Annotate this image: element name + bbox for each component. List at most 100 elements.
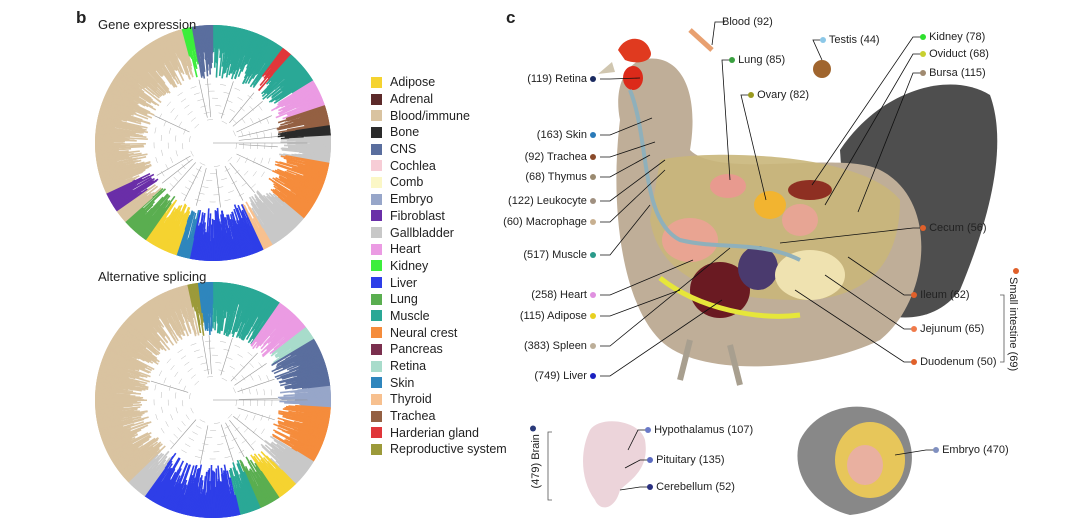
legend-swatch bbox=[371, 126, 382, 138]
legend-label: Kidney bbox=[390, 258, 429, 273]
tissue-dot-icon bbox=[590, 219, 596, 226]
label-heart: (258) Heart bbox=[531, 289, 596, 302]
legend-swatch bbox=[371, 377, 382, 389]
label-text: Testis (44) bbox=[828, 34, 880, 46]
legend-swatch bbox=[371, 443, 382, 455]
legend-item: Adrenal bbox=[371, 91, 507, 108]
legend-item: Comb bbox=[371, 174, 507, 191]
tissue-dot-icon bbox=[920, 51, 926, 58]
legend-label: Lung bbox=[390, 292, 418, 307]
alternative-splicing-title: Alternative splicing bbox=[98, 269, 207, 284]
legend-label: CNS bbox=[390, 142, 417, 157]
legend-swatch bbox=[371, 227, 382, 239]
label-trachea: (92) Trachea bbox=[525, 151, 596, 164]
legend-swatch bbox=[371, 293, 382, 305]
tissue-dot-icon bbox=[590, 198, 596, 205]
label-blood: Blood (92) bbox=[722, 16, 773, 29]
label-text: Oviduct (68) bbox=[929, 48, 989, 60]
panel-c-letter: c bbox=[506, 8, 516, 27]
label-oviduct: Oviduct (68) bbox=[920, 48, 989, 61]
legend-item: Retina bbox=[371, 358, 507, 375]
legend-label: Comb bbox=[390, 175, 424, 190]
legend-label: Trachea bbox=[390, 409, 436, 424]
legend-item: Pancreas bbox=[371, 341, 507, 358]
label-small-intestine: Small intestine (69) bbox=[1007, 268, 1019, 371]
tissue-dot-icon bbox=[920, 70, 926, 77]
legend-swatch bbox=[371, 427, 382, 439]
legend-swatch bbox=[371, 310, 382, 322]
gene-expression-title: Gene expression bbox=[98, 17, 197, 32]
legend-item: Liver bbox=[371, 274, 507, 291]
legend-label: Harderian gland bbox=[390, 425, 479, 440]
legend-swatch bbox=[371, 143, 382, 155]
legend-label: Bone bbox=[390, 125, 420, 140]
legend-item: Lung bbox=[371, 291, 507, 308]
label-liver: (749) Liver bbox=[534, 370, 596, 383]
label-kidney: Kidney (78) bbox=[920, 31, 985, 44]
label-text: (119) Retina bbox=[527, 73, 587, 85]
legend-label: Pancreas bbox=[390, 342, 443, 357]
label-cecum: Cecum (56) bbox=[920, 222, 987, 235]
label-text: Ileum (62) bbox=[920, 289, 970, 301]
label-text: Small intestine (69) bbox=[1007, 277, 1019, 372]
legend-swatch bbox=[371, 343, 382, 355]
label-text: (517) Muscle bbox=[523, 249, 587, 261]
label-text: Pituitary (135) bbox=[656, 454, 725, 466]
legend-item: Heart bbox=[371, 241, 507, 258]
legend-label: Reproductive system bbox=[390, 442, 507, 457]
label-skin: (163) Skin bbox=[537, 129, 596, 142]
tissue-dot-icon bbox=[729, 57, 735, 64]
label-embryo: Embryo (470) bbox=[933, 444, 1009, 457]
legend-label: Muscle bbox=[390, 308, 430, 323]
legend-swatch bbox=[371, 277, 382, 289]
legend-swatch bbox=[371, 260, 382, 272]
label-text: Hypothalamus (107) bbox=[654, 424, 754, 436]
legend-swatch bbox=[371, 243, 382, 255]
label-text: Duodenum (50) bbox=[920, 356, 997, 368]
legend-label: Adrenal bbox=[390, 92, 434, 107]
legend-swatch bbox=[371, 393, 382, 405]
tissue-dot-icon bbox=[530, 425, 537, 431]
label-text: (749) Liver bbox=[534, 370, 587, 382]
tissue-dot-icon bbox=[590, 252, 596, 259]
legend-label: Cochlea bbox=[390, 158, 436, 173]
legend-swatch bbox=[371, 76, 382, 88]
label-text: Cecum (56) bbox=[929, 222, 987, 234]
label-bursa: Bursa (115) bbox=[920, 67, 986, 80]
legend-item: Bone bbox=[371, 124, 507, 141]
label-duodenum: Duodenum (50) bbox=[911, 356, 997, 369]
label-text: (122) Leukocyte bbox=[508, 195, 587, 207]
tissue-dot-icon bbox=[590, 174, 596, 181]
label-adipose: (115) Adipose bbox=[520, 310, 596, 323]
label-jejunum: Jejunum (65) bbox=[911, 323, 984, 336]
legend-label: Blood/immune bbox=[390, 108, 470, 123]
tissue-dot-icon bbox=[590, 132, 596, 139]
legend-swatch bbox=[371, 410, 382, 422]
label-text: Kidney (78) bbox=[929, 31, 986, 43]
tissue-dot-icon bbox=[911, 326, 917, 333]
legend-swatch bbox=[371, 193, 382, 205]
tissue-dot-icon bbox=[590, 154, 596, 161]
label-muscle: (517) Muscle bbox=[523, 249, 596, 262]
legend-swatch bbox=[371, 110, 382, 122]
alternative-splicing-tree bbox=[94, 281, 332, 519]
label-text: (92) Trachea bbox=[524, 151, 587, 163]
label-text: Embryo (470) bbox=[942, 444, 1009, 456]
legend-item: Trachea bbox=[371, 408, 507, 425]
tissue-dot-icon bbox=[748, 92, 754, 99]
label-text: Lung (85) bbox=[738, 54, 786, 66]
label-text: (68) Thymus bbox=[525, 171, 587, 183]
legend-label: Heart bbox=[390, 242, 421, 257]
legend-item: Neural crest bbox=[371, 324, 507, 341]
label-brain: (479) Brain bbox=[530, 425, 542, 488]
tissue-dot-icon bbox=[647, 457, 653, 464]
legend-item: Cochlea bbox=[371, 157, 507, 174]
legend-swatch bbox=[371, 327, 382, 339]
label-text: (163) Skin bbox=[536, 129, 587, 141]
label-text: (383) Spleen bbox=[523, 340, 587, 352]
tissue-dot-icon bbox=[590, 343, 596, 350]
label-text: (258) Heart bbox=[531, 289, 587, 301]
label-text: Jejunum (65) bbox=[920, 323, 985, 335]
